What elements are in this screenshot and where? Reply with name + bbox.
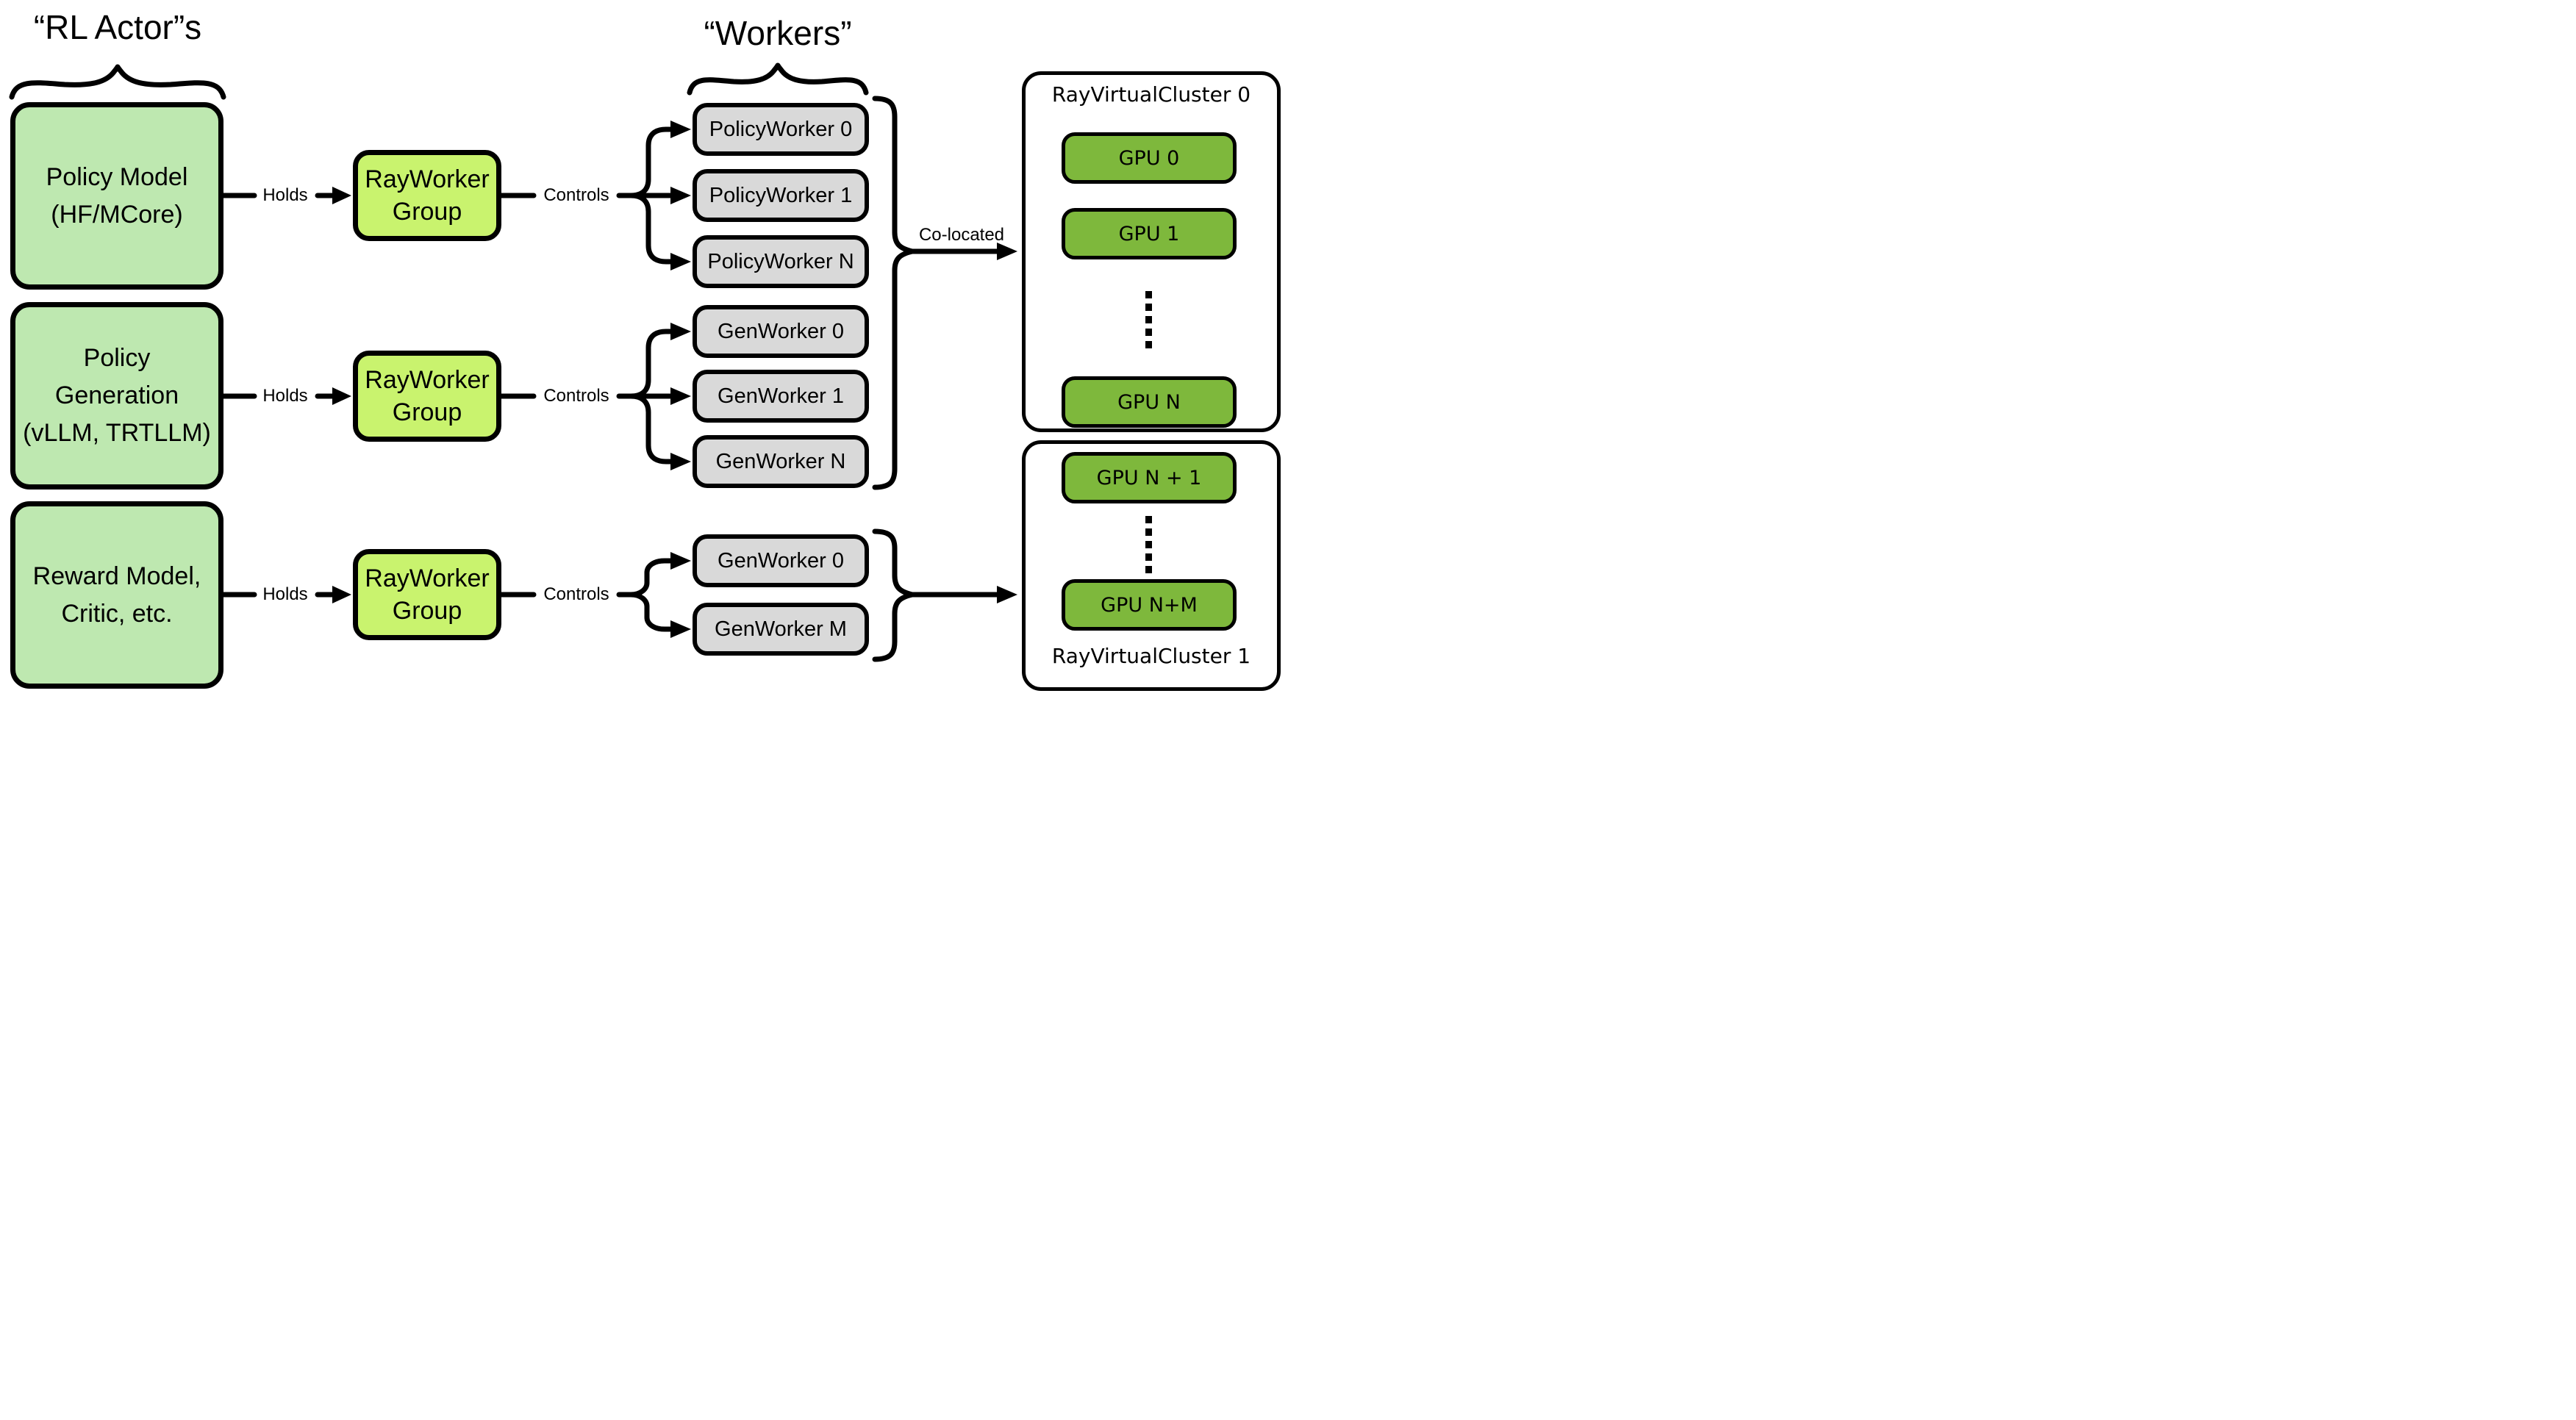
workers-brace [687,62,869,96]
arrowhead [670,253,691,270]
colocated-arrow-2 [909,586,1017,603]
worker-label: PolicyWorker 1 [709,183,853,207]
worker-group-brace-top [872,96,915,490]
controls-label-1: Controls [543,185,609,205]
holds-label-3: Holds [262,584,308,604]
cluster-0-title: RayVirtualCluster 0 [1051,82,1251,107]
worker-box-genworker-1: GenWorker 1 [693,370,869,423]
diagram-canvas: “RL Actor”s “Workers” Policy Model (HF/M… [0,0,1288,710]
arrowhead [670,387,691,405]
ray-worker-group-box-2: RayWorker Group [353,351,501,442]
holds-label-1: Holds [262,185,308,205]
arrowhead [670,453,691,470]
arrowhead [997,586,1017,603]
arrowhead [332,387,351,405]
holds-label-2: Holds [262,386,308,406]
colocated-label: Co-located [918,225,1005,245]
cluster-1-title: RayVirtualCluster 1 [1051,644,1251,668]
gpu-label: GPU N [1117,390,1181,414]
actor-label: Policy Model (HF/MCore) [46,162,188,229]
workers-title: “Workers” [704,14,852,52]
gpu-label: GPU N + 1 [1096,466,1202,490]
controls-edge-3 [498,552,691,638]
worker-label: PolicyWorker 0 [709,117,853,141]
gpu-label: GPU N+M [1101,593,1198,617]
holds-edge-2 [221,387,351,405]
gpu-box-n-plus-1: GPU N + 1 [1062,452,1237,503]
ray-worker-group-label: RayWorker Group [365,165,490,226]
worker-box-policyworker-0: PolicyWorker 0 [693,103,869,156]
arrowhead [332,586,351,603]
actor-box-policy-generation: Policy Generation (vLLM, TRTLLM) [10,302,223,490]
worker-box-genworker-0: GenWorker 0 [693,305,869,358]
arrowhead [332,187,351,204]
arrowhead [670,187,691,204]
worker-box-policyworker-n: PolicyWorker N [693,235,869,288]
worker-box-genworker-0-b: GenWorker 0 [693,534,869,587]
ray-worker-group-box-1: RayWorker Group [353,150,501,241]
ray-worker-group-label: RayWorker Group [365,365,490,426]
controls-edge-2 [498,323,691,470]
worker-box-policyworker-1: PolicyWorker 1 [693,169,869,222]
gpu-label: GPU 1 [1118,222,1180,245]
gpu-ellipsis-cluster-0 [1145,291,1152,348]
ray-worker-group-label: RayWorker Group [365,564,490,625]
arrowhead [670,620,691,638]
controls-label-3: Controls [543,584,609,604]
controls-label-2: Controls [543,386,609,406]
gpu-label: GPU 0 [1118,146,1180,170]
actor-label: Policy Generation (vLLM, TRTLLM) [23,344,211,447]
gpu-box-n: GPU N [1062,376,1237,428]
holds-edge-1 [221,187,351,204]
worker-box-genworker-n: GenWorker N [693,435,869,488]
worker-label: PolicyWorker N [707,249,854,273]
arrowhead [670,323,691,340]
colocated-arrow-1 [909,243,1017,260]
worker-label: GenWorker M [715,617,847,641]
worker-label: GenWorker 0 [718,548,844,573]
rl-actors-brace [9,64,226,100]
actor-label: Reward Model, Critic, etc. [32,562,201,628]
gpu-box-1: GPU 1 [1062,208,1237,259]
connector-layer [9,62,1017,662]
arrowhead [670,121,691,138]
worker-label: GenWorker 1 [718,384,844,408]
rl-actors-title: “RL Actor”s [33,8,202,46]
ray-worker-group-box-3: RayWorker Group [353,549,501,640]
worker-label: GenWorker N [715,449,846,473]
gpu-box-0: GPU 0 [1062,132,1237,184]
gpu-ellipsis-cluster-1 [1145,516,1152,573]
worker-box-genworker-m: GenWorker M [693,603,869,656]
gpu-box-n-plus-m: GPU N+M [1062,579,1237,631]
worker-group-brace-bottom [872,528,915,662]
actor-box-reward-model: Reward Model, Critic, etc. [10,501,223,689]
arrowhead [997,243,1017,260]
holds-edge-3 [221,586,351,603]
controls-edge-1 [498,121,691,270]
actor-box-policy-model: Policy Model (HF/MCore) [10,102,223,290]
arrowhead [670,552,691,570]
worker-label: GenWorker 0 [718,319,844,343]
